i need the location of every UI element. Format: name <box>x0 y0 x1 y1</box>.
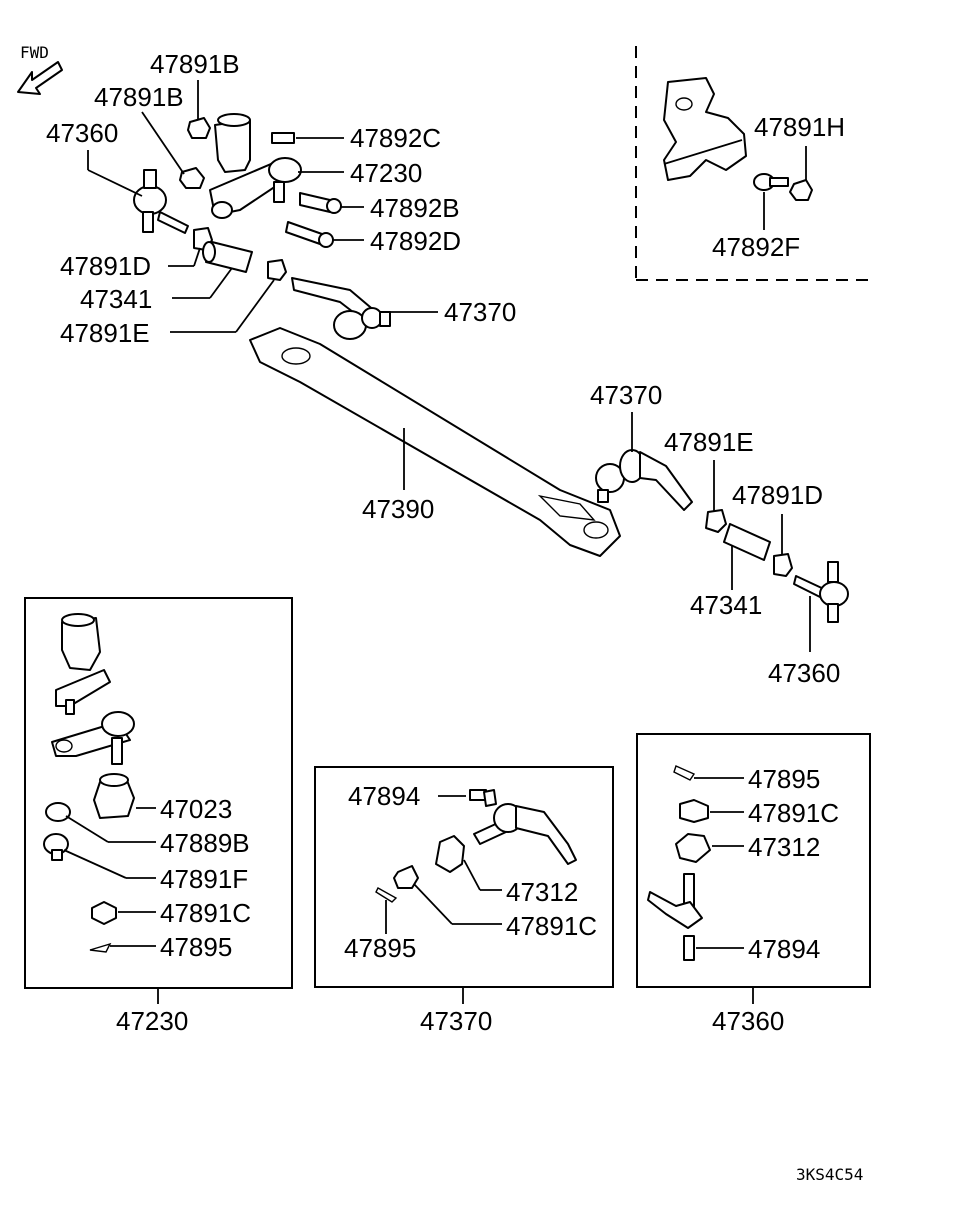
label-47230: 47230 <box>350 158 422 188</box>
label-box2-47894: 47894 <box>348 781 420 811</box>
bolt-47892c <box>271 132 295 144</box>
box-47360-boot-47312 <box>675 833 711 863</box>
box-47230-bushing-47023 <box>93 773 135 819</box>
inset-bolt-47892f <box>753 173 789 191</box>
tie-rod-end-right <box>793 561 849 623</box>
box-47370-grease-fitting-47894 <box>469 789 497 807</box>
label-box3-47894: 47894 <box>748 934 820 964</box>
bolt-47892d <box>285 221 334 248</box>
label-box2-47895: 47895 <box>344 933 416 963</box>
nut-47891b-mid <box>179 167 205 189</box>
box-47360-pin-47895 <box>673 765 744 781</box>
caption-box-47360: 47360 <box>712 1006 784 1036</box>
leader-box2-47891c-a <box>413 883 453 925</box>
label-box1-47023: 47023 <box>160 794 232 824</box>
inset-bracket-part <box>663 77 747 181</box>
label-47341-left: 47341 <box>80 284 152 314</box>
box-47360-tie-rod-end <box>647 873 703 929</box>
label-box2-47312: 47312 <box>506 877 578 907</box>
relay-rod-end-left <box>291 277 391 340</box>
box-47230-bracket <box>55 613 111 715</box>
nut-47891e-left <box>267 259 287 281</box>
nut-47891b-top <box>187 117 211 139</box>
label-box3-47891c: 47891C <box>748 798 839 828</box>
inset-nut-47891h <box>789 179 813 201</box>
label-47370-right: 47370 <box>590 380 662 410</box>
nut-47891e-right <box>705 509 727 533</box>
relay-rod <box>249 327 621 557</box>
nut-47891d-right <box>773 553 793 577</box>
label-47891e-left: 47891E <box>60 318 150 348</box>
caption-box-47370: 47370 <box>420 1006 492 1036</box>
leader-47889b-a <box>65 815 109 843</box>
box-47370-pin-47895 <box>375 887 398 903</box>
leader-47891f-a <box>63 849 127 879</box>
box-47370-nut-47891c <box>393 865 419 889</box>
fwd-label: FWD <box>20 43 49 62</box>
label-box3-47895: 47895 <box>748 764 820 794</box>
box-47370-boot-47312 <box>435 835 465 873</box>
label-47891b-mid: 47891B <box>94 82 184 112</box>
leader-box2-47312-a <box>463 859 481 891</box>
idler-arm-bracket <box>209 113 302 219</box>
label-box1-47891c: 47891C <box>160 898 251 928</box>
box-47360-grease-fitting-47894 <box>683 935 695 961</box>
label-47892b: 47892B <box>370 193 460 223</box>
box-47230-nut-47891c <box>91 901 117 925</box>
box-47360-nut-47891c <box>679 799 709 823</box>
adjusting-tube-left <box>202 241 253 273</box>
diagram-code: 3KS4C54 <box>796 1165 863 1184</box>
label-47891e-right: 47891E <box>664 427 754 457</box>
label-box1-47895: 47895 <box>160 932 232 962</box>
tie-rod-end-left <box>133 169 189 234</box>
caption-box-47230: 47230 <box>116 1006 188 1036</box>
box-47370-frame <box>314 766 614 988</box>
label-47892d: 47892D <box>370 226 461 256</box>
box-47370-rod-end <box>473 803 577 865</box>
main-leader-lines <box>87 80 811 652</box>
label-47360-right: 47360 <box>768 658 840 688</box>
label-box1-47889b: 47889B <box>160 828 250 858</box>
inset-bracket-frame <box>635 46 876 281</box>
bolt-47892b <box>299 192 342 214</box>
label-box3-47312: 47312 <box>748 832 820 862</box>
label-47892c: 47892C <box>350 123 441 153</box>
box-47230-washer-47889b <box>45 802 71 822</box>
label-box1-47891f: 47891F <box>160 864 248 894</box>
box-47230-bolt-47891f <box>43 833 69 861</box>
label-47891b-top: 47891B <box>150 49 240 79</box>
label-47360-top: 47360 <box>46 118 118 148</box>
label-47370-left: 47370 <box>444 297 516 327</box>
label-47390: 47390 <box>362 494 434 524</box>
label-47891d-left: 47891D <box>60 251 151 281</box>
label-47891h: 47891H <box>754 112 845 142</box>
adjusting-tube-right <box>723 523 771 561</box>
relay-rod-end-right <box>595 449 693 511</box>
fwd-arrow-icon <box>17 61 63 95</box>
label-47892f: 47892F <box>712 232 800 262</box>
box-47230-arm <box>51 711 135 765</box>
label-47341-right: 47341 <box>690 590 762 620</box>
label-box2-47891c: 47891C <box>506 911 597 941</box>
label-47891d-right: 47891D <box>732 480 823 510</box>
box-47230-pin-47895 <box>89 942 156 953</box>
